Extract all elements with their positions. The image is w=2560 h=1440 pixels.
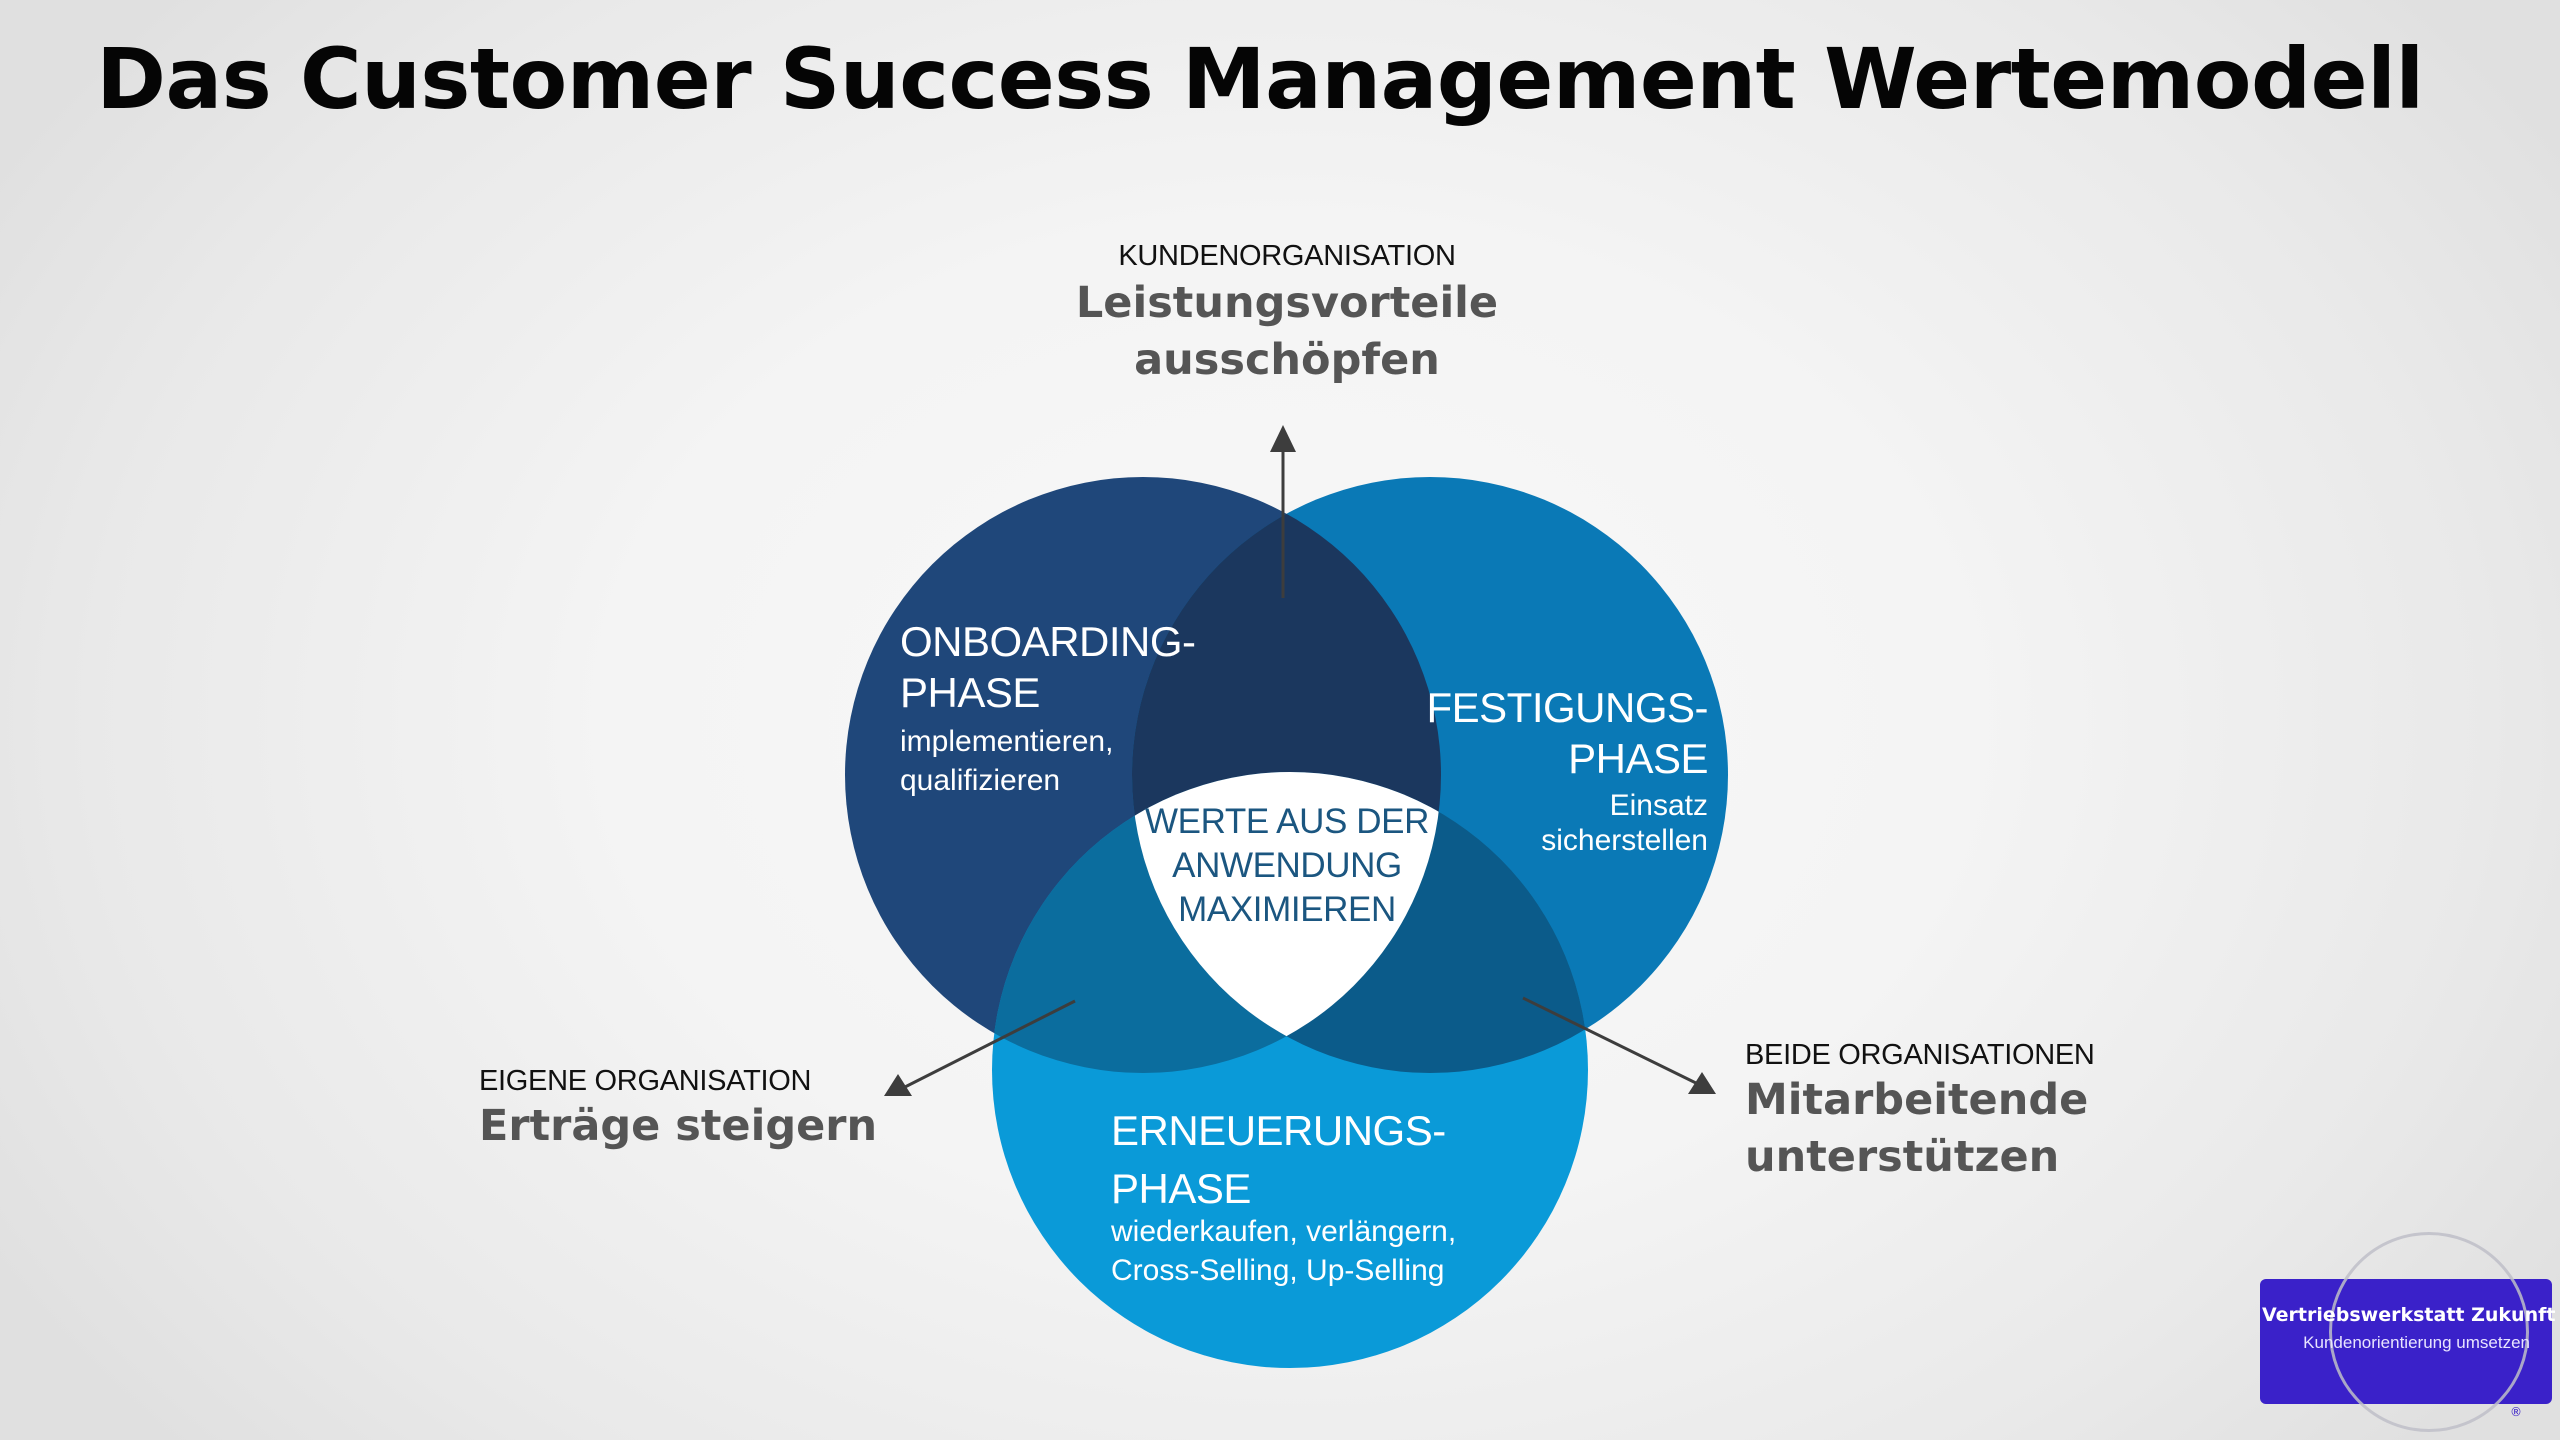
outcome-top: KUNDENORGANISATION Leistungsvorteile aus… [1037,240,1537,389]
festigung-title-1: FESTIGUNGS- [1426,684,1708,731]
logo-ring-icon [2329,1232,2529,1432]
onboarding-title-2: PHASE [900,669,1040,716]
registered-mark-icon: ® [2510,1405,2522,1419]
outcome-right-goal-2: unterstützen [1745,1132,2060,1182]
outcome-right-goal-1: Mitarbeitende [1745,1075,2089,1125]
page-title: Das Customer Success Management Wertemod… [96,30,2424,128]
onboarding-sub-2: qualifizieren [900,764,1061,797]
arrow-down-right-icon [1522,996,1716,1094]
outcome-left-goal: Erträge steigern [479,1101,878,1151]
outcome-top-org: KUNDENORGANISATION [1118,240,1456,272]
erneuerung-sub-1: wiederkaufen, verlängern, [1111,1215,1457,1248]
center-line-3: MAXIMIEREN [1178,890,1396,929]
center-line-2: ANWENDUNG [1172,846,1402,885]
onboarding-phase-label: ONBOARDING- PHASE implementieren, qualif… [900,616,1196,800]
center-line-1: WERTE AUS DER [1145,802,1429,841]
logo-name: Vertriebswerkstatt Zukunft [2262,1304,2556,1326]
outcome-left: EIGENE ORGANISATION Erträge steigern [479,1065,877,1155]
arrow-up-icon [1270,425,1296,598]
erneuerung-title-2: PHASE [1111,1165,1251,1212]
festigung-phase-label: FESTIGUNGS- PHASE Einsatz sicherstellen [1408,682,1708,860]
onboarding-sub-1: implementieren, [900,725,1114,758]
festigung-sub-2: sicherstellen [1541,824,1708,857]
erneuerung-sub-2: Cross-Selling, Up-Selling [1111,1254,1445,1287]
outcome-top-goal-2: ausschöpfen [1134,335,1440,385]
erneuerung-phase-label: ERNEUERUNGS- PHASE wiederkaufen, verläng… [1111,1102,1456,1290]
festigung-title-2: PHASE [1568,735,1708,782]
outcome-top-goal-1: Leistungsvorteile [1075,278,1499,328]
arrow-down-left-icon [884,999,1076,1096]
outcome-right-org: BEIDE ORGANISATIONEN [1745,1039,2095,1071]
outcome-left-org: EIGENE ORGANISATION [479,1065,812,1097]
center-value-label: WERTE AUS DER ANWENDUNG MAXIMIEREN [1137,800,1437,932]
erneuerung-title-1: ERNEUERUNGS- [1111,1107,1446,1154]
outcome-right: BEIDE ORGANISATIONEN Mitarbeitende unter… [1745,1039,2095,1186]
festigung-sub-1: Einsatz [1609,789,1708,822]
onboarding-title-1: ONBOARDING- [900,618,1196,665]
logo-tagline: Kundenorientierung umsetzen [2303,1333,2530,1352]
